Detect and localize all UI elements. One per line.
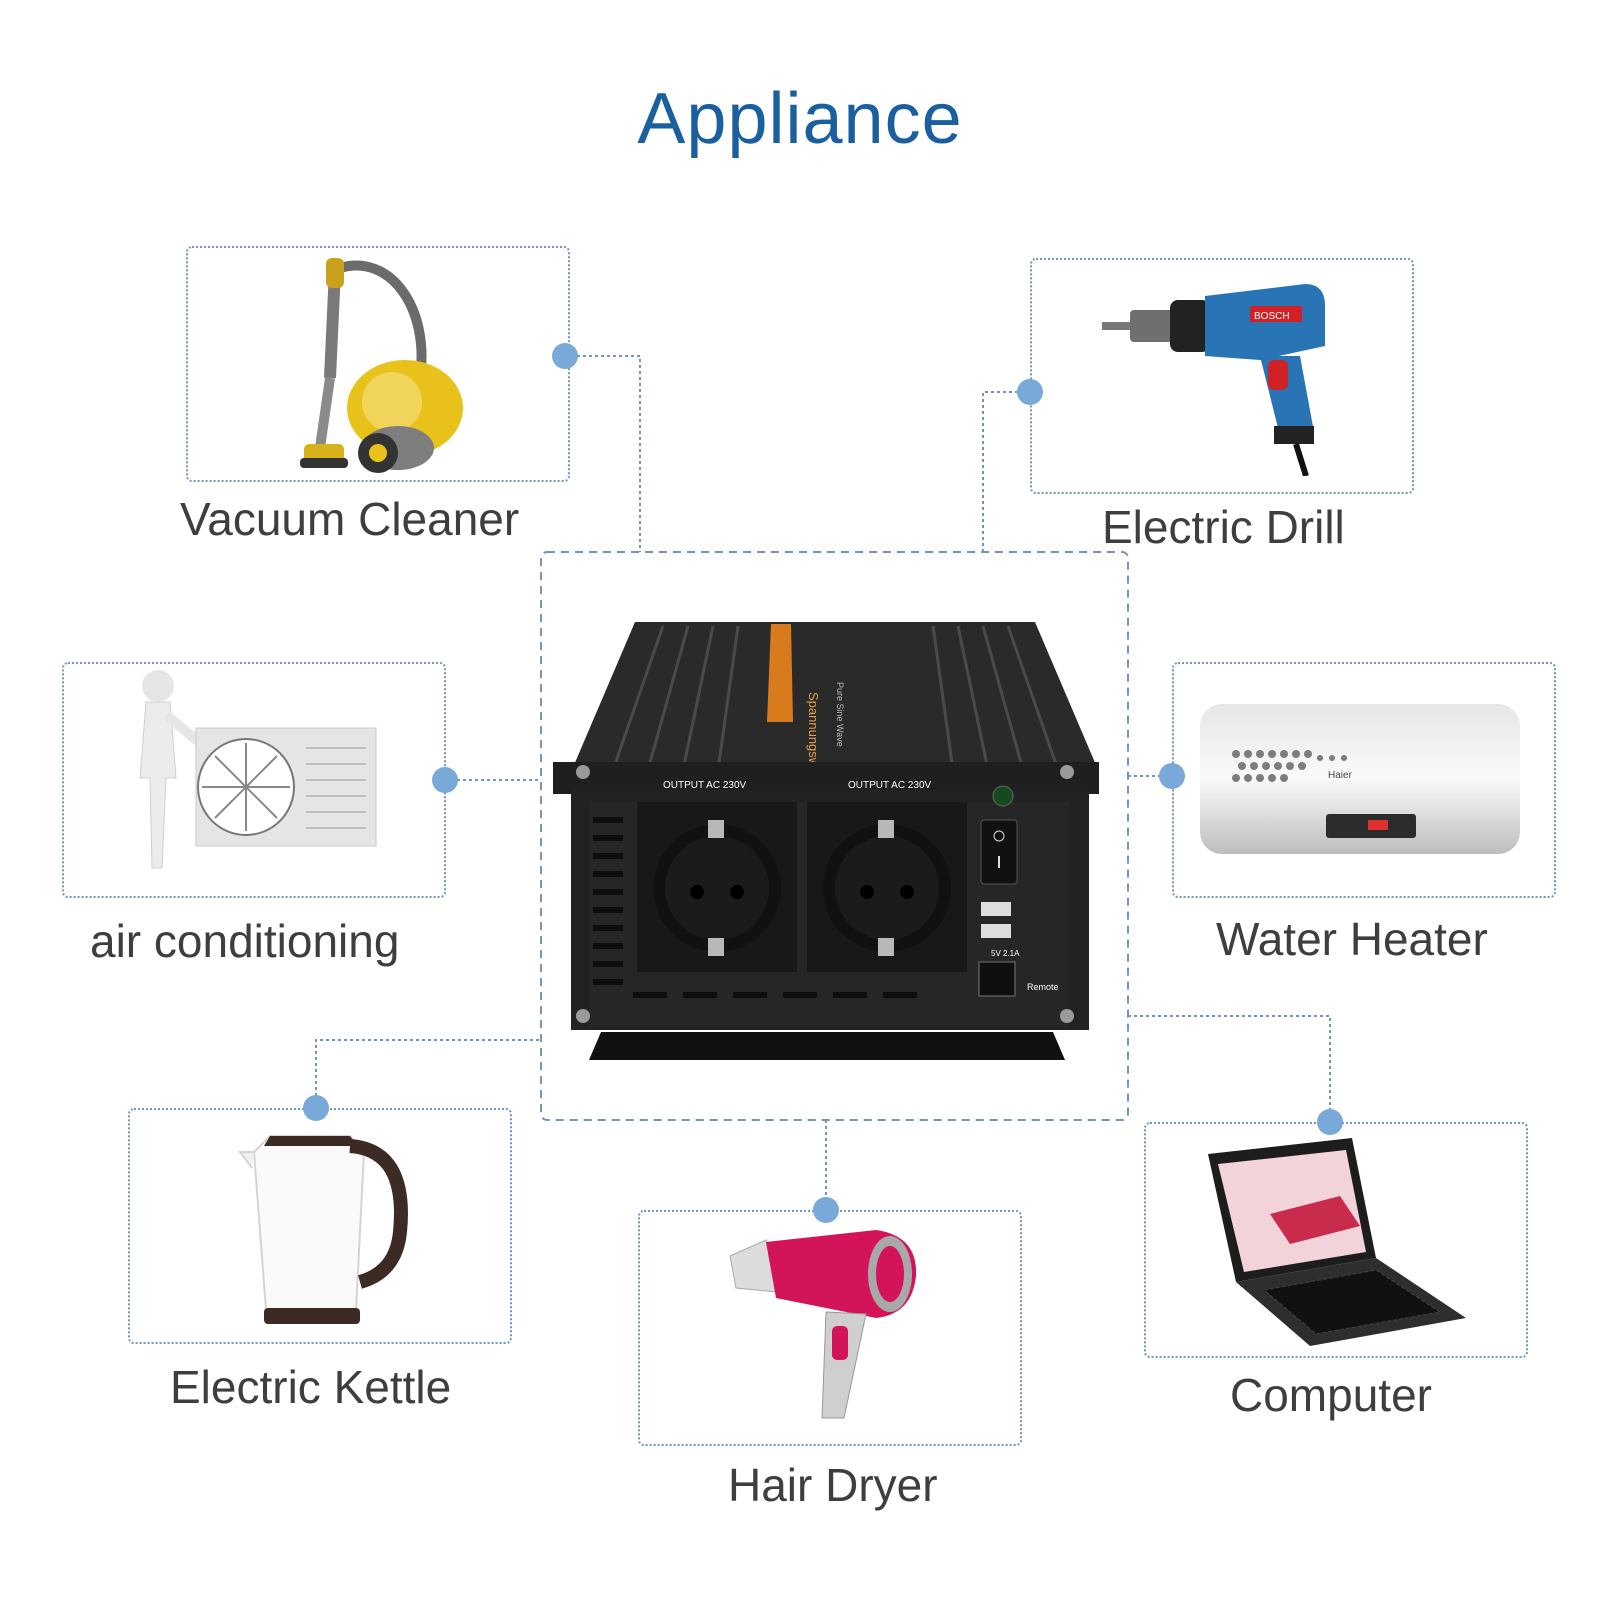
computer-label: Computer <box>1230 1369 1432 1421</box>
heater-label: Water Heater <box>1216 913 1488 965</box>
kettle-label: Electric Kettle <box>170 1361 452 1413</box>
page-title: Appliance <box>637 79 963 159</box>
power-inverter-image: Spannungswandler Pure Sine Wave OUTPUT A… <box>553 622 1099 1060</box>
drill-connector-dot <box>1017 379 1043 405</box>
dryer-connector-dot <box>813 1197 839 1223</box>
heater-connector-dot <box>1159 763 1185 789</box>
vacuum-connector-dot <box>552 343 578 369</box>
laptop-computer-icon <box>1208 1138 1466 1346</box>
inverter-frame <box>540 551 1129 1121</box>
ac-connector-dot <box>432 767 458 793</box>
water-heater-icon: Haier <box>1200 704 1520 854</box>
remote-label: Remote <box>1027 982 1059 992</box>
output-right-label: OUTPUT AC 230V <box>848 780 932 791</box>
kettle-connector-dot <box>303 1095 329 1121</box>
air-conditioner-icon <box>139 670 377 869</box>
vacuum-label: Vacuum Cleaner <box>180 493 520 545</box>
inverter-sub: Pure Sine Wave <box>835 682 845 747</box>
dryer-label: Hair Dryer <box>728 1459 938 1511</box>
vacuum-cleaner-icon <box>300 258 463 473</box>
usb-label: 5V 2.1A <box>991 949 1020 958</box>
drill-label: Electric Drill <box>1102 501 1345 553</box>
heater-brand: Haier <box>1328 770 1353 781</box>
electric-drill-icon: BOSCH <box>1102 284 1325 476</box>
hair-dryer-icon <box>729 1230 917 1419</box>
computer-connector-dot <box>1317 1109 1343 1135</box>
electric-kettle-icon <box>238 1135 408 1324</box>
drill-brand: BOSCH <box>1254 311 1290 322</box>
ac-label: air conditioning <box>90 915 400 967</box>
output-left-label: OUTPUT AC 230V <box>663 780 747 791</box>
